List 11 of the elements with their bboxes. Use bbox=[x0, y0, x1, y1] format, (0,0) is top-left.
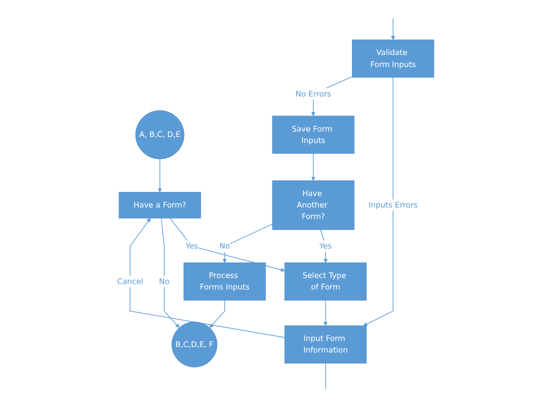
connector bbox=[325, 362, 326, 390]
arrow bbox=[222, 224, 273, 263]
arrow bbox=[158, 158, 162, 192]
arrow bbox=[323, 300, 328, 326]
arrow bbox=[170, 218, 285, 272]
arrow bbox=[311, 153, 316, 181]
arrow bbox=[209, 300, 226, 328]
arrow bbox=[390, 18, 396, 40]
arrow bbox=[130, 218, 286, 338]
arrow bbox=[160, 218, 180, 328]
arrow bbox=[363, 76, 394, 326]
